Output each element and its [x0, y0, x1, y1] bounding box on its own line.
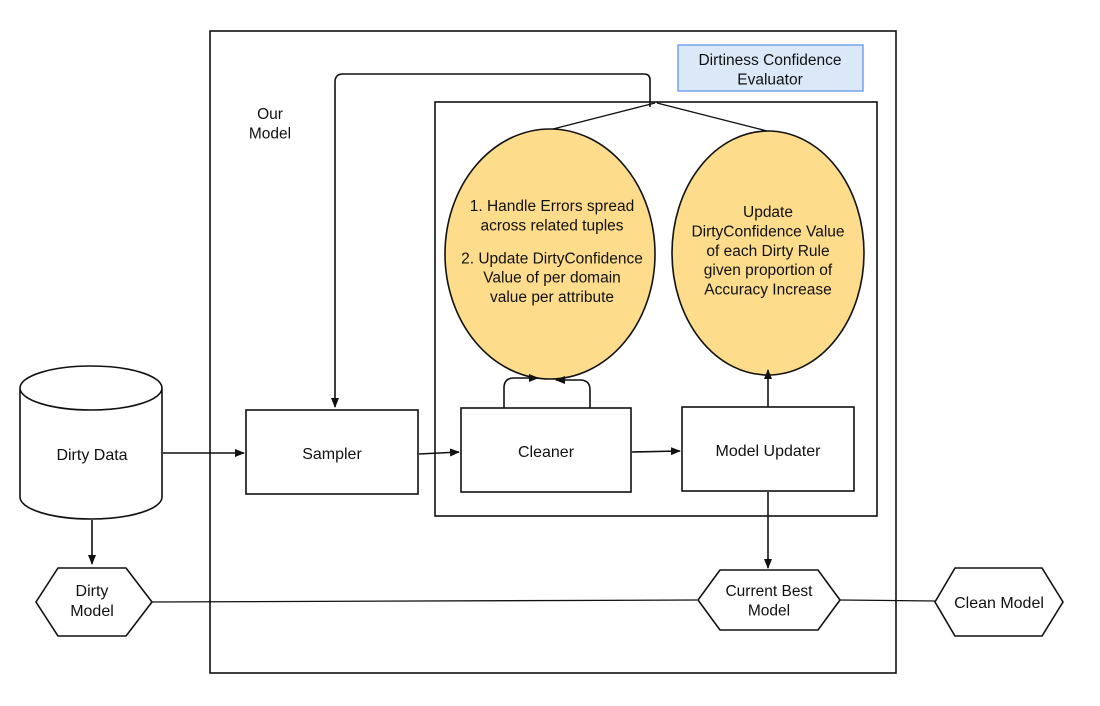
model-updater-label: Model Updater [716, 443, 822, 460]
model-updater-label-line: Model Updater [716, 443, 822, 460]
feedback-arrow [331, 73, 651, 408]
cleaner-evaluator-text-line: Value of per domain [483, 270, 621, 287]
updater-evaluator-text-line: Accuracy Increase [704, 282, 832, 299]
cleaner-evaluator-text-line: across related tuples [480, 217, 623, 234]
cleaner-evaluator-ellipse [444, 128, 656, 380]
cleaner-evaluator-text-line: 1. Handle Errors spread [470, 198, 635, 215]
current-best-model-label-line: Current Best [725, 583, 813, 600]
dirty-model-label-line: Model [70, 603, 114, 620]
clean-model-label-line: Clean Model [954, 595, 1044, 612]
clean-model-hexagon [934, 567, 1064, 637]
dirty-to-best-line [149, 599, 698, 603]
ellipse-to-evaluator-line-right [656, 102, 768, 132]
dirty-data-cylinder [19, 365, 163, 520]
sampler-box [245, 409, 419, 495]
cleaner-evaluator-text-line: 2. Update DirtyConfidence [461, 250, 643, 267]
cleaner-label-line: Cleaner [518, 444, 575, 461]
sampler-label: Sampler [302, 446, 362, 463]
current-best-model-label-line: Model [748, 602, 790, 619]
our-model-frame [209, 30, 897, 674]
dirty-model-label-line: Dirty [76, 583, 109, 600]
evaluator-label-line: Evaluator [737, 71, 802, 88]
updater-evaluator-text-line: DirtyConfidence Value [691, 223, 844, 240]
our-model-label-line: Model [249, 125, 291, 142]
cleaner-evaluator-text: 1. Handle Errors spread across related tu… [461, 198, 643, 306]
clean-model-label: Clean Model [954, 595, 1044, 612]
cleaner-evaluator-text-line: value per attribute [490, 289, 614, 306]
cleaner-box [460, 407, 632, 493]
dirty-data-label: Dirty Data [56, 447, 127, 464]
cleaner-label: Cleaner [518, 444, 575, 461]
sampler-to-cleaner-arrow [418, 448, 460, 457]
best-to-clean-line [839, 599, 936, 602]
dirty-data-label-line: Dirty Data [56, 447, 127, 464]
updater-evaluator-text-line: given proportion of [704, 262, 833, 279]
updater-evaluator-text-line: Update [743, 204, 793, 221]
current-best-model-hexagon [697, 569, 841, 631]
our-model-label-line: Our [257, 106, 283, 123]
evaluator-label-box [677, 44, 864, 92]
cleaner-loop-arrow-right [555, 376, 591, 408]
sampler-label-line: Sampler [302, 446, 362, 463]
cleaner-loop-arrow-left [503, 374, 539, 408]
ellipse-to-evaluator-line-left [552, 102, 656, 130]
dirty-model-hexagon [35, 567, 154, 637]
evaluator-frame [434, 101, 878, 517]
cleaner-to-updater-arrow [631, 447, 681, 456]
evaluator-label-line: Dirtiness Confidence [698, 52, 841, 69]
model-updater-box [681, 406, 855, 492]
updater-evaluator-text-line: of each Dirty Rule [706, 243, 829, 260]
